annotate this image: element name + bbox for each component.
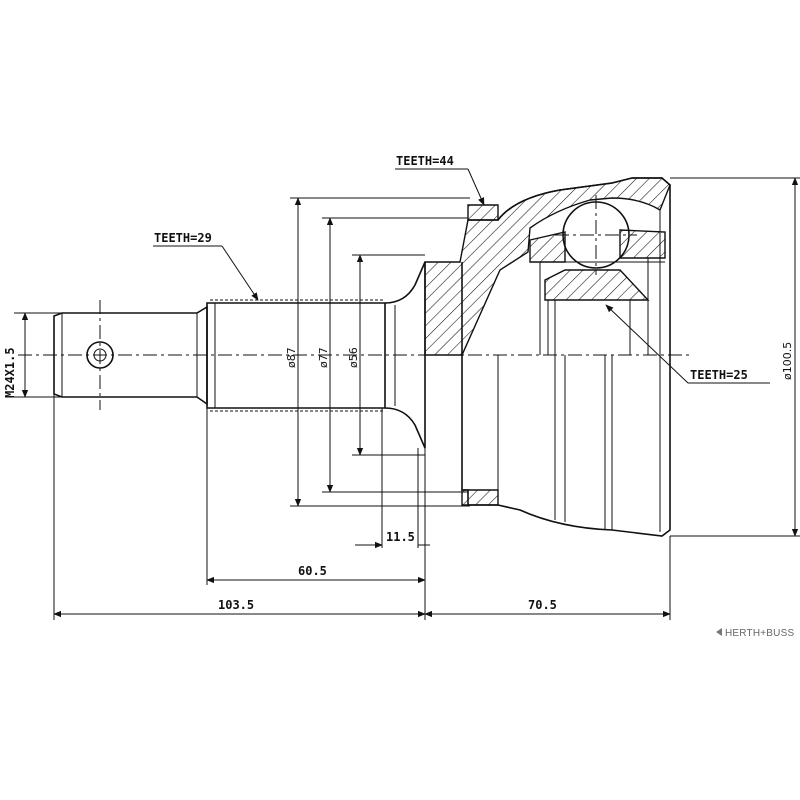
dia-77-label: ø77 — [317, 347, 330, 368]
dia-100-5-dimension — [670, 177, 800, 537]
len-60-5-label: 60.5 — [298, 564, 327, 578]
len-11-5-dimension — [355, 408, 430, 549]
teeth-inner-label: TEETH=25 — [690, 368, 748, 382]
brand-text: HERTH+BUSS — [725, 628, 794, 639]
outer-housing — [424, 177, 671, 537]
overall-length-dimensions — [53, 394, 671, 620]
teeth-shaft-leader — [153, 245, 259, 301]
dia-56-dimension — [352, 254, 425, 456]
thread-label: M24X1.5 — [3, 347, 17, 398]
len-60-5-dimension — [206, 408, 426, 620]
teeth-outer-label: TEETH=44 — [396, 154, 454, 168]
teeth-outer-leader — [395, 168, 485, 206]
len-103-5-label: 103.5 — [218, 598, 254, 612]
dia-77-dimension — [322, 217, 468, 493]
teeth-shaft-label: TEETH=29 — [154, 231, 212, 245]
len-70-5-label: 70.5 — [528, 598, 557, 612]
flange-neck — [384, 261, 426, 450]
len-11-5-label: 11.5 — [386, 530, 415, 544]
dia-56-label: ø56 — [347, 347, 360, 368]
dia-100-5-label: ø100.5 — [781, 342, 794, 380]
dia-87-dimension — [290, 197, 470, 507]
teeth-inner-leader — [605, 304, 770, 384]
brand-logo: HERTH+BUSS — [716, 628, 794, 639]
ball-bearing — [555, 195, 637, 275]
dia-87-label: ø87 — [285, 347, 298, 368]
